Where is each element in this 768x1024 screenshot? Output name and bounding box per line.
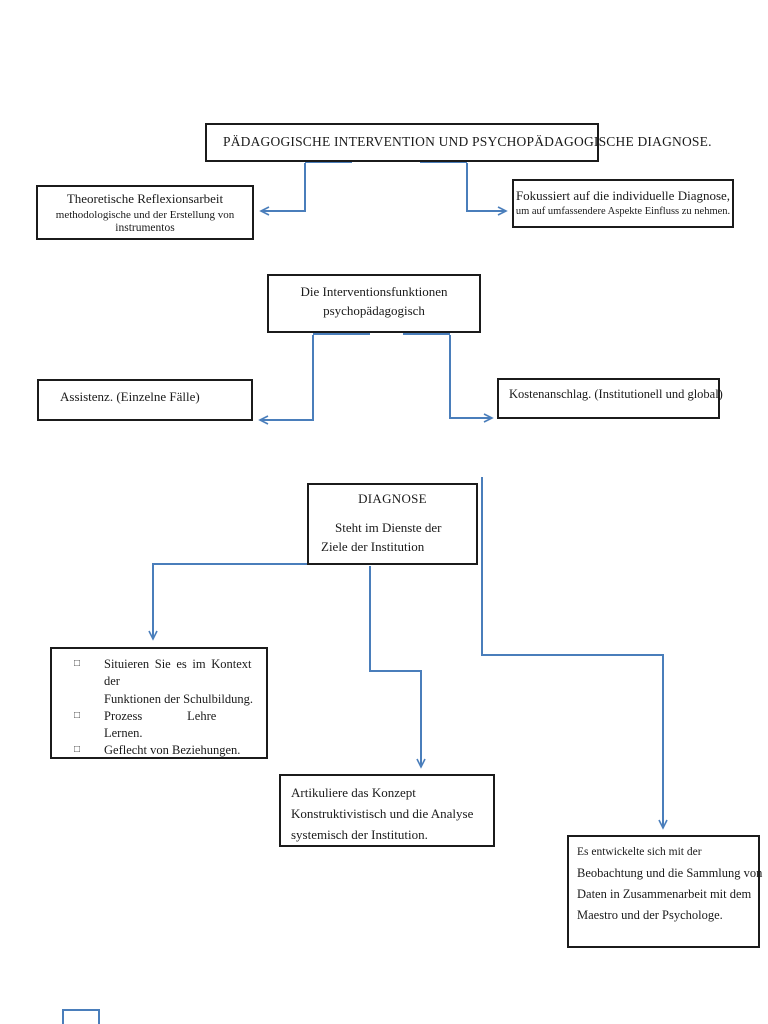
node-kostenanschlag-text: Kostenanschlag. (Institutionell und glob… [509, 387, 723, 401]
square-bullet-icon: □ [74, 744, 81, 756]
node-theoretische-line2: methodologische und der Erstellung von [55, 209, 235, 221]
node-theoretische-line1: Theoretische Reflexionsarbeit [66, 191, 224, 206]
node-diagnose-title: DIAGNOSE [358, 491, 427, 506]
square-bullet-icon: □ [74, 658, 81, 669]
node-theoretische: Theoretische Reflexionsarbeit methodolog… [36, 185, 254, 240]
list-item-text: Situieren Sie es im Kontext der Funktion… [104, 656, 260, 708]
list-item-line: Lernen. [104, 726, 143, 740]
kontext-liste-items: □ Situieren Sie es im Kontext der Funkti… [74, 656, 260, 760]
node-interventionen-line1: Die Interventionsfunktionen [300, 284, 448, 299]
node-fokussiert-line2: um auf umfassendere Aspekte Einfluss zu … [515, 206, 731, 217]
node-kostenanschlag: Kostenanschlag. (Institutionell und glob… [497, 378, 723, 419]
node-fokussiert-line1: Fokussiert auf die individuelle Diagnose… [515, 188, 731, 203]
node-artikuliere-line2: Konstruktivistisch und die Analyse [291, 806, 474, 822]
list-item-line: Geflecht von Beziehungen. [104, 743, 241, 758]
square-bullet-icon: □ [74, 709, 81, 721]
node-title-text: PÄDAGOGISCHE INTERVENTION UND PSYCHOPÄDA… [223, 134, 712, 149]
cutoff-next-page-box [62, 1009, 100, 1024]
node-theoretische-line3: instrumentos [115, 222, 175, 234]
node-entwickelte-line1: Es entwickelte sich mit der [577, 846, 702, 858]
list-item-line: Funktionen der Schulbildung. [104, 691, 253, 706]
list-item-word: Prozess [104, 708, 143, 723]
node-entwickelte: Es entwickelte sich mit der Beobachtung … [567, 835, 763, 948]
node-interventionen-line2: psychopädagogisch [323, 303, 425, 318]
node-artikuliere: Artikuliere das Konzept Konstruktivistis… [279, 774, 495, 847]
list-item-text: Geflecht von Beziehungen. [104, 742, 260, 759]
node-entwickelte-line4: Maestro und der Psychologe. [577, 908, 723, 923]
node-diagnose: DIAGNOSE Steht im Dienste der Ziele der … [307, 483, 478, 565]
node-entwickelte-text: Es entwickelte sich mit der Beobachtung … [577, 843, 763, 926]
node-diagnose-line1: Steht im Dienste der [335, 520, 442, 535]
node-kontext-liste: □ Situieren Sie es im Kontext der Funkti… [50, 647, 268, 759]
node-assistenz-text: Assistenz. (Einzelne Fälle) [60, 389, 200, 404]
node-entwickelte-line2: Beobachtung und die Sammlung von [577, 865, 763, 880]
node-artikuliere-line3: systemisch der Institution. [291, 827, 428, 843]
node-artikuliere-text: Artikuliere das Konzept Konstruktivistis… [291, 782, 493, 846]
list-item-line: Situieren Sie es im Kontext der [104, 657, 252, 689]
node-artikuliere-line1: Artikuliere das Konzept [291, 785, 416, 800]
node-entwickelte-line3: Daten in Zusammenarbeit mit dem [577, 886, 752, 901]
node-assistenz: Assistenz. (Einzelne Fälle) [37, 379, 253, 421]
list-item-line: Prozess Lehre [104, 708, 216, 725]
node-interventionen: Die Interventionsfunktionen psychopädago… [267, 274, 481, 333]
node-fokussiert: Fokussiert auf die individuelle Diagnose… [512, 179, 734, 228]
list-item: □ Situieren Sie es im Kontext der Funkti… [74, 656, 260, 708]
list-item: □ Prozess Lehre Lernen. [74, 708, 260, 743]
list-item-text: Prozess Lehre Lernen. [104, 708, 260, 743]
node-title: PÄDAGOGISCHE INTERVENTION UND PSYCHOPÄDA… [205, 123, 711, 162]
list-item: □ Geflecht von Beziehungen. [74, 742, 260, 759]
list-item-word: Lehre [187, 708, 217, 723]
node-diagnose-line2: Ziele der Institution [321, 539, 425, 554]
